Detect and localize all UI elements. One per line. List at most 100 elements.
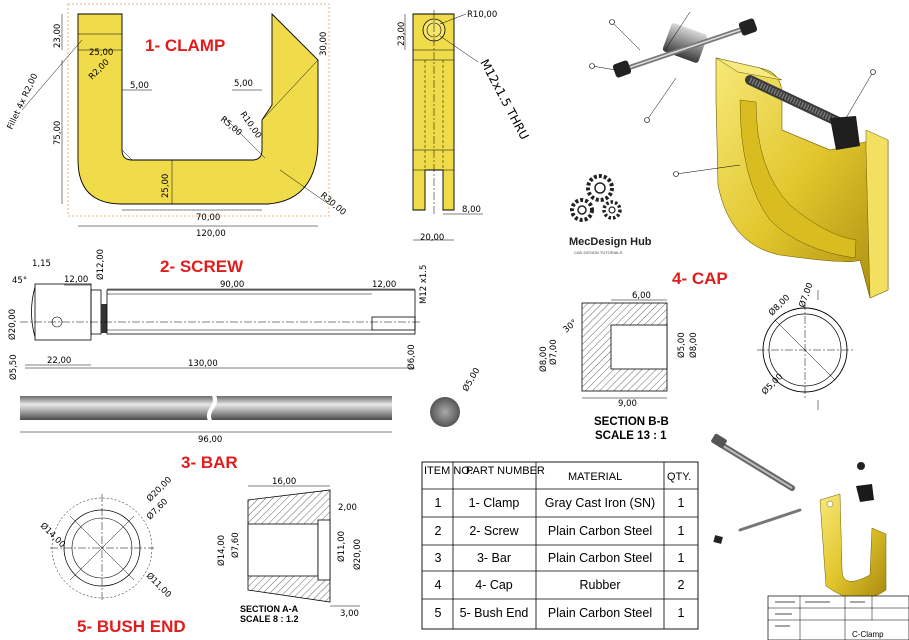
bom-row: 5 5- Bush End Plain Carbon Steel 1: [435, 606, 685, 620]
dim-screw-12a: 12,00: [64, 275, 88, 285]
dim-bush-s20: Ø20,00: [352, 539, 363, 570]
dim-clamp-fillet: Fillet 4x R2,00: [6, 72, 41, 131]
dim-cap-8a: Ø8,00: [538, 346, 549, 372]
dim-screw-115: 1,15: [32, 259, 51, 269]
dim-clamp-120: 120,00: [196, 229, 226, 239]
bar-view: 96,00 Ø5,00: [20, 366, 482, 445]
dim-bar-5: Ø5,00: [460, 366, 482, 394]
cap-end-view: Ø7,00 Ø8,00 Ø5,00: [757, 281, 853, 410]
dim-bush-11: Ø11,00: [144, 570, 174, 600]
bush-section-label: SECTION A-A: [240, 604, 299, 614]
dim-cap-c7: Ø7,00: [796, 281, 815, 309]
bom-header-part: PART NUMBER: [466, 465, 545, 477]
dim-cap-7: Ø7,00: [548, 339, 559, 365]
title-bush-end: 5- BUSH END: [77, 617, 186, 636]
title-block: C-Clamp: [767, 595, 909, 640]
dim-clamp-25: 25,00: [89, 48, 113, 58]
dim-side-8: 8,00: [462, 205, 481, 215]
dim-clamp-23: 23,00: [53, 24, 63, 48]
bom-header-material: MATERIAL: [568, 471, 622, 483]
dim-cap-8b: Ø8,00: [688, 332, 699, 358]
logo-tagline: CAD DESIGN TUTORIALS: [574, 250, 623, 255]
bom-cell-item: 1: [435, 496, 442, 510]
title-clamp: 1- CLAMP: [145, 36, 225, 55]
bom-cell-material: Plain Carbon Steel: [548, 606, 652, 620]
bom-cell-material: Rubber: [580, 578, 621, 592]
dim-screw-12b: Ø12,00: [95, 249, 106, 280]
cap-section-view: 6,00 30° Ø8,00 Ø7,00 Ø5,00 Ø8,00 9,00 SE…: [538, 291, 699, 442]
bush-scale-label: SCALE 8 : 1.2: [240, 614, 299, 624]
dim-side-r10: R10,00: [467, 10, 497, 20]
clamp-side-view: [412, 10, 455, 215]
bom-row: 3 3- Bar Plain Carbon Steel 1: [435, 551, 685, 565]
bom-cell-part: 4- Cap: [475, 578, 513, 592]
dim-cap-6: 6,00: [632, 291, 651, 301]
dim-clamp-5b: 5,00: [234, 79, 253, 89]
dim-cap-30: 30°: [562, 318, 580, 335]
bush-section-view: 16,00 2,00 Ø14,00 Ø7,60 Ø11,00 Ø20,00 3,…: [216, 477, 363, 624]
bom-cell-part: 5- Bush End: [460, 606, 529, 620]
bom-cell-item: 4: [435, 578, 442, 592]
titleblock-name: C-Clamp: [852, 630, 884, 639]
screw-view: [20, 283, 420, 341]
bom-cell-material: Plain Carbon Steel: [548, 551, 652, 565]
dim-clamp-75: 75,00: [53, 121, 63, 145]
dim-screw-m12: M12 x1.5: [419, 265, 429, 304]
bom-row: 1 1- Clamp Gray Cast Iron (SN) 1: [435, 496, 685, 510]
dim-clamp-5a: 5,00: [130, 81, 149, 91]
logo-name: MecDesign Hub: [569, 236, 652, 248]
mecdesign-logo: MecDesign Hub CAD DESIGN TUTORIALS: [569, 174, 652, 255]
bom-cell-qty: 1: [678, 524, 685, 538]
bom-cell-part: 3- Bar: [477, 551, 511, 565]
bom-cell-part: 1- Clamp: [469, 496, 520, 510]
bom-row: 2 2- Screw Plain Carbon Steel 1: [435, 524, 685, 538]
dim-side-thread: M12x1.5 THRU: [477, 57, 531, 142]
bom-cell-part: 2- Screw: [469, 524, 519, 538]
dim-screw-45: 45°: [12, 276, 27, 286]
dim-clamp-r10: R10,00: [238, 110, 264, 141]
bom-cell-item: 3: [435, 551, 442, 565]
dim-screw-550: Ø5,50: [8, 354, 19, 380]
bom-header-qty: QTY.: [667, 471, 691, 483]
bom-cell-item: 5: [435, 606, 442, 620]
dim-bar-96: 96,00: [198, 435, 222, 445]
clamp-front-view: [67, 3, 330, 217]
dim-clamp-25b: 25,00: [161, 174, 171, 198]
dim-bush-s76: Ø7,60: [230, 532, 241, 558]
title-cap: 4- CAP: [672, 269, 728, 288]
dim-cap-9: 9,00: [618, 399, 637, 409]
bom-cell-qty: 1: [678, 551, 685, 565]
dim-side-20: 20,00: [420, 233, 444, 243]
bom-cell-qty: 1: [678, 496, 685, 510]
dim-cap-c8: Ø8,00: [766, 292, 792, 318]
exploded-parts-view: [711, 433, 887, 600]
dim-bush-16: 16,00: [272, 477, 296, 487]
dim-screw-22: 22,00: [47, 356, 71, 366]
dim-screw-20: Ø20,00: [7, 309, 18, 340]
dim-clamp-30: 30,00: [319, 32, 329, 56]
bom-header-item: ITEM NO.: [424, 465, 473, 477]
screw-dimensions: 1,15 45° 12,00 Ø12,00 90,00 12,00 M12 x1…: [7, 249, 429, 380]
dim-bush-3: 3,00: [340, 609, 359, 619]
title-screw: 2- SCREW: [160, 257, 244, 276]
title-bar: 3- BAR: [181, 453, 238, 472]
bom-cell-material: Gray Cast Iron (SN): [545, 496, 655, 510]
dim-bush-s14: Ø14,00: [216, 535, 227, 566]
bom-table: ITEM NO. PART NUMBER MATERIAL QTY. 1 1- C…: [421, 461, 699, 630]
bom-cell-material: Plain Carbon Steel: [548, 524, 652, 538]
dim-screw-130: 130,00: [188, 359, 218, 369]
cap-section-label: SECTION B-B: [594, 416, 669, 428]
dim-bush-s11: Ø11,00: [336, 531, 347, 562]
dim-screw-6: Ø6,00: [406, 344, 417, 370]
cap-scale-label: SCALE 13 : 1: [595, 430, 667, 442]
assembly-3d-view: [589, 11, 889, 299]
dim-cap-5: Ø5,00: [676, 332, 687, 358]
dim-bush-14: Ø14,00: [38, 520, 68, 550]
bom-cell-qty: 1: [678, 606, 685, 620]
bom-cell-item: 2: [435, 524, 442, 538]
bom-cell-qty: 2: [678, 578, 685, 592]
dim-side-23: 23,00: [397, 22, 407, 46]
dim-screw-12c: 12,00: [372, 280, 396, 290]
